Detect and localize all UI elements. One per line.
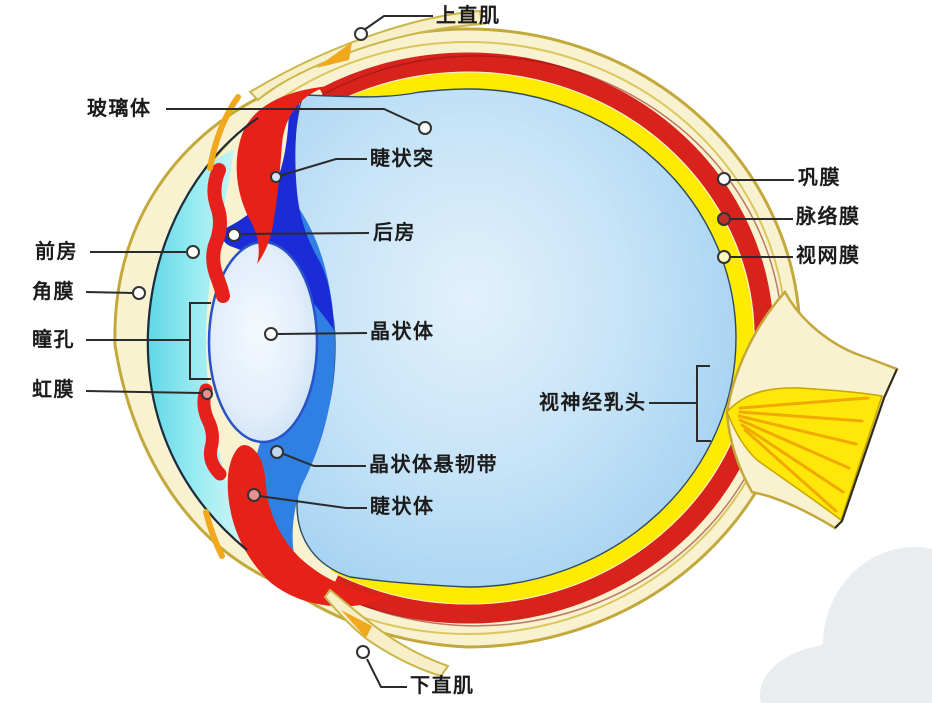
optic-nerve [725,289,899,530]
ciliary-body-upper-shape [236,86,330,264]
marker-ciliary-process [270,171,282,183]
label-lens: 晶状体 [370,319,435,343]
label-pupil: 瞳孔 [32,327,75,351]
marker-retina [717,250,731,264]
callout-inferior-rectus [366,658,407,688]
callout-superior-rectus [363,15,433,31]
callout-ciliary-process [278,158,367,177]
label-superior-rectus: 上直肌 [436,3,501,27]
marker-lens [264,327,278,341]
callout-suspensory-ligament [280,452,366,467]
callout-ciliary-body [258,495,367,509]
label-suspensory-ligament: 晶状体悬韧带 [369,452,498,476]
iris-lower-shape [197,383,227,481]
posterior-chamber-shape [222,93,334,330]
label-inferior-rectus: 下直肌 [410,673,475,697]
marker-cornea [132,286,146,300]
iris-upper-shape [206,163,230,303]
marker-posterior-chamber [227,228,241,242]
cornea-inner-line [146,117,259,551]
label-ciliary-process: 睫状突 [370,146,435,170]
label-posterior-chamber: 后房 [373,220,416,244]
callout-cornea [85,291,133,294]
marker-choroid [717,212,731,226]
sclera-accent-lower [203,509,225,559]
inferior-rectus-muscle [323,588,450,678]
callout-markers [132,27,731,659]
marker-superior-rectus [354,27,368,41]
callout-lens [277,332,368,335]
marker-sclera [717,172,731,186]
label-optic-papilla: 视神经乳头 [539,390,647,414]
ciliary-body-lower-shape [227,445,385,607]
label-retina: 视网膜 [796,243,861,267]
label-sclera: 巩膜 [798,165,841,189]
optic-nerve-striations [737,396,870,513]
pupil-bracket [189,302,211,380]
label-cornea: 角膜 [32,279,75,303]
callout-posterior-chamber [241,232,370,235]
marker-inferior-rectus [356,645,370,659]
label-iris: 虹膜 [32,377,75,401]
anterior-chamber-shape [146,150,245,546]
marker-anterior-chamber [186,245,200,259]
callout-vitreous [166,108,422,127]
optic-nerve-cut-edge [834,368,898,529]
marker-iris [201,388,213,400]
background-shadow-blob [760,547,932,703]
callout-lines [85,15,794,688]
superior-rectus-muscle [248,9,484,102]
label-ciliary-body: 睫状体 [370,494,435,518]
label-choroid: 脉络膜 [796,204,861,228]
retina-band [320,72,754,604]
lens-shape [207,240,319,444]
marker-ciliary-body [247,488,261,502]
label-anterior-chamber: 前房 [35,239,78,263]
sclera-accent-upper [207,94,241,171]
marker-vitreous [418,121,432,135]
optic-papilla-bracket [696,365,711,442]
callout-iris [85,390,202,394]
label-vitreous-body: 玻璃体 [87,96,152,120]
marker-suspensory-ligament [270,445,284,459]
